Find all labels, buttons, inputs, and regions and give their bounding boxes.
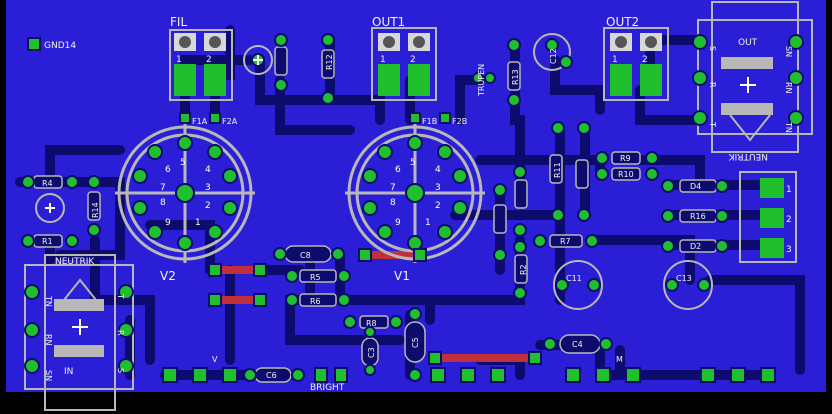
label-c12: C12 (549, 48, 558, 64)
label-c3: C3 (367, 347, 376, 358)
label-c6: C6 (266, 371, 277, 380)
capacitors-round (35, 33, 713, 310)
label-c4: C4 (572, 340, 583, 349)
svg-text:5: 5 (410, 158, 416, 168)
label-d4: D4 (690, 182, 701, 191)
label-tn-left: TN (44, 295, 53, 307)
svg-text:9: 9 (395, 218, 401, 228)
label-s-right: S (708, 46, 717, 51)
label-t-right: T (708, 121, 717, 127)
svg-text:8: 8 (160, 198, 166, 208)
label-rn-left: RN (44, 334, 53, 346)
svg-text:6: 6 (165, 165, 171, 175)
svg-text:8: 8 (390, 198, 396, 208)
label-r-right: R (708, 82, 717, 88)
pads (21, 33, 804, 383)
label-c8: C8 (300, 251, 311, 260)
label-r6: R6 (310, 297, 321, 306)
label-in: IN (64, 367, 73, 377)
label-s-left: S (116, 368, 125, 373)
label-gnd: GND14 (44, 41, 76, 51)
label-sw-3: 3 (786, 245, 792, 255)
svg-text:4: 4 (435, 165, 441, 175)
label-neutrik-left: NEUTRIK (55, 257, 95, 267)
label-r-left: R (116, 330, 125, 336)
label-sw-1: 1 (786, 185, 792, 195)
label-r16: R16 (690, 212, 706, 221)
label-f2a: F2A (222, 117, 238, 126)
label-c11: C11 (566, 274, 582, 283)
label-sn-left: SN (44, 370, 53, 381)
label-r11: R11 (553, 162, 562, 178)
label-r14: R14 (91, 202, 100, 218)
label-bright: BRIGHT (310, 383, 345, 393)
tube-pins (132, 135, 468, 251)
svg-text:7: 7 (160, 183, 166, 193)
label-out1: OUT1 (372, 15, 405, 29)
label-out2: OUT2 (606, 15, 639, 29)
label-fil-pin2: 2 (206, 55, 212, 65)
connector-out2 (603, 27, 669, 101)
svg-text:7: 7 (390, 183, 396, 193)
label-r1: R1 (42, 237, 53, 246)
label-fil-pin1: 1 (176, 55, 182, 65)
label-c5: C5 (411, 337, 420, 348)
svg-text:9: 9 (165, 218, 171, 228)
label-sn-right: SN (784, 46, 793, 57)
svg-text:6: 6 (395, 165, 401, 175)
label-r12: R12 (325, 54, 334, 70)
resistor-bodies (33, 46, 717, 329)
label-r10: R10 (618, 170, 634, 179)
label-d2: D2 (690, 242, 701, 251)
svg-text:3: 3 (205, 183, 211, 193)
label-out1-pin2: 2 (410, 55, 416, 65)
svg-text:2: 2 (205, 201, 211, 211)
svg-text:4: 4 (205, 165, 211, 175)
label-trupen: TRUPEN (477, 64, 486, 97)
plus-marks (45, 55, 756, 335)
switch-block (739, 171, 797, 263)
label-r2: R2 (519, 264, 528, 275)
label-out1-pin1: 1 (380, 55, 386, 65)
label-r8: R8 (366, 319, 377, 328)
label-v: V (212, 355, 218, 364)
svg-text:3: 3 (435, 183, 441, 193)
svg-text:5: 5 (180, 158, 186, 168)
label-out2-pin2: 2 (642, 55, 648, 65)
label-r7: R7 (560, 237, 571, 246)
svg-text:2: 2 (435, 201, 441, 211)
silkscreen-labels: GND14 FIL OUT1 OUT2 OUT NEUTRIK NEUTRIK … (42, 15, 793, 393)
label-f2b: F2B (452, 117, 467, 126)
label-c13: C13 (676, 274, 692, 283)
label-neutrik-top: NEUTRIK (728, 151, 768, 161)
label-tn-right: TN (784, 121, 793, 133)
label-f1b: F1B (422, 117, 437, 126)
connector-out1 (371, 27, 437, 101)
label-r13: R13 (511, 69, 520, 85)
svg-text:1: 1 (425, 218, 431, 228)
label-rn-right: RN (784, 82, 793, 94)
label-v1: V1 (394, 269, 410, 283)
label-t-left: T (116, 293, 125, 299)
tube-pin-numbers: 543 219 876 543 219 876 (160, 158, 441, 228)
label-m: M (616, 355, 623, 364)
label-r9: R9 (620, 154, 631, 163)
label-v2: V2 (160, 269, 176, 283)
label-r4: R4 (42, 179, 53, 188)
connector-fil (169, 29, 233, 101)
label-f1a: F1A (192, 117, 208, 126)
label-out: OUT (738, 38, 758, 48)
svg-text:1: 1 (195, 218, 201, 228)
label-out2-pin1: 1 (612, 55, 618, 65)
label-r5: R5 (310, 273, 321, 282)
label-sw-2: 2 (786, 215, 792, 225)
label-fil: FIL (170, 15, 187, 29)
